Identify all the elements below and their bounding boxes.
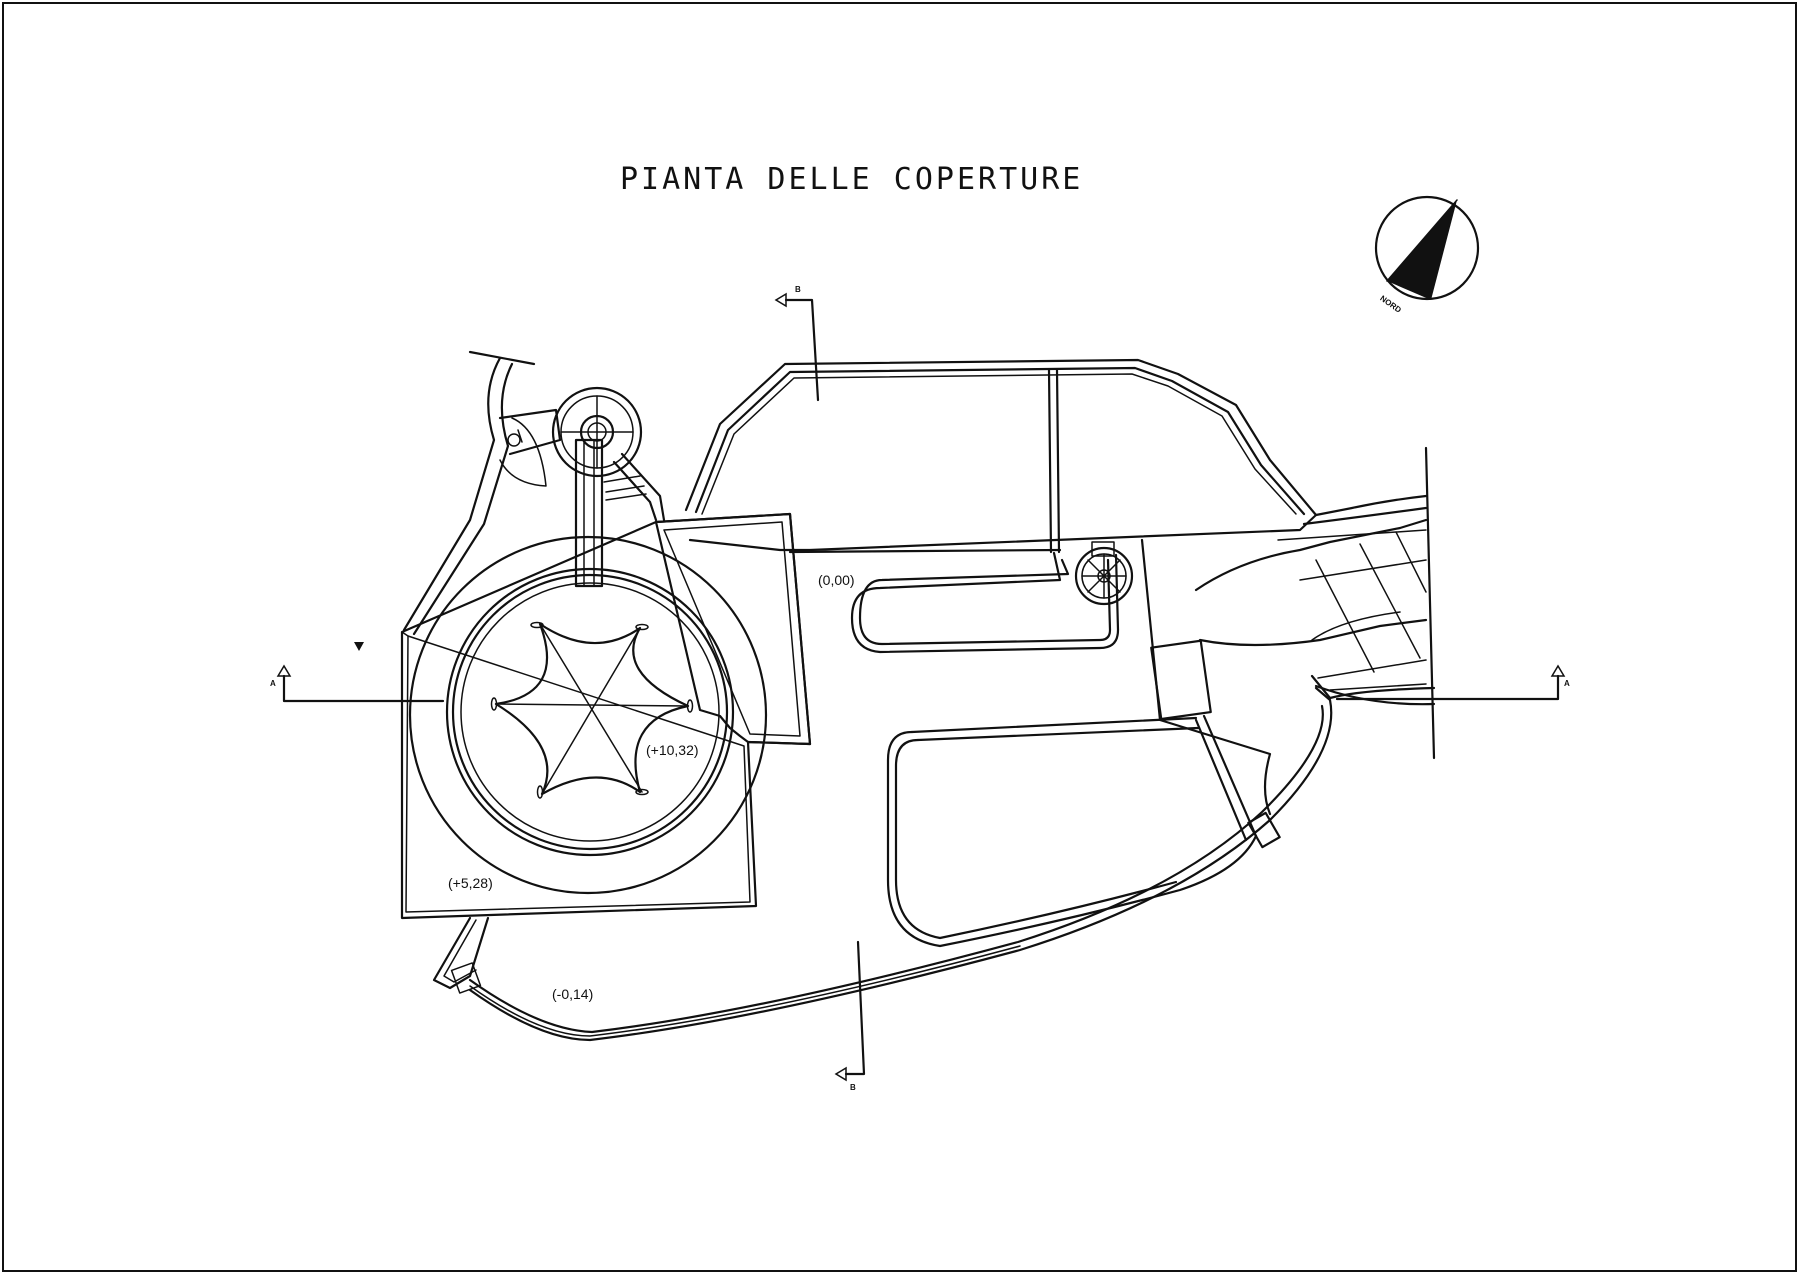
elevation-lower: (-0,14) [552,986,593,1002]
lower-curved-wall [468,686,1333,1042]
bottom-left-wall [432,916,490,994]
drawing-title: PIANTA DELLE COPERTURE [620,162,1083,197]
section-line-b-bottom: B [834,940,866,1092]
spiral-stair-middle [1074,541,1134,606]
platform-outline [400,512,812,920]
section-line-b-top: B [774,285,820,402]
section-b-label-top: B [795,285,801,294]
inner-courtyard-top [850,551,1120,654]
spiral-stair-top [551,386,643,478]
main-building-outline [684,358,1318,554]
roof-circles [408,535,768,895]
tower-block [654,512,812,746]
elevation-tower-top: (+10,32) [646,742,699,758]
north-arrow: NORD [1374,195,1480,315]
level-marker [354,642,364,651]
section-a-label-left: A [270,679,276,688]
inner-courtyard-bottom [886,716,1258,948]
curved-path-top-left [402,350,666,636]
walkway-bridge [574,438,604,588]
section-b-label-bottom: B [850,1083,856,1092]
right-courtyard [1140,494,1436,816]
north-label: NORD [1378,294,1403,315]
elevation-ground: (0,00) [818,572,855,588]
section-line-a-left: A [270,664,445,703]
tensile-canopy [490,621,694,799]
elevation-platform: (+5,28) [448,875,493,891]
section-line-a-right: A [1335,664,1570,701]
section-a-label-right: A [1564,679,1570,688]
site-boundary-right [1424,446,1436,760]
